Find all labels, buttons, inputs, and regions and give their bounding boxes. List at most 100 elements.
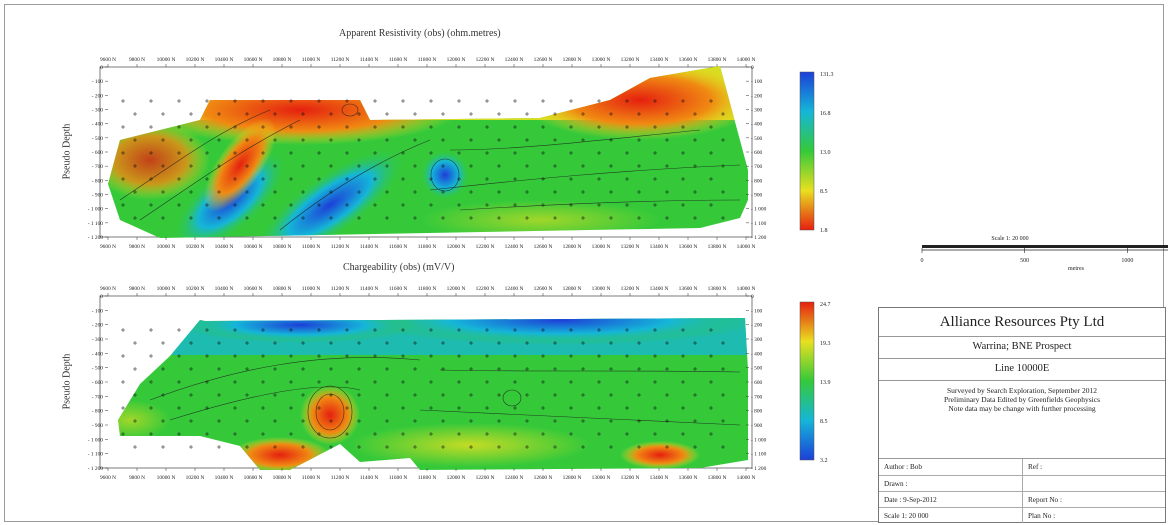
x-tick-label-top: 9800 N bbox=[129, 57, 145, 63]
colorbar-tick-label: 13.0 bbox=[820, 150, 831, 156]
station-marker bbox=[541, 99, 545, 103]
colorbar-tick-label: 24.7 bbox=[820, 302, 831, 308]
x-tick-label-top: 12400 N bbox=[505, 286, 524, 292]
station-marker bbox=[177, 151, 181, 155]
station-marker bbox=[205, 432, 209, 436]
station-marker bbox=[217, 419, 221, 423]
station-marker bbox=[569, 151, 573, 155]
station-marker bbox=[385, 445, 389, 449]
x-tick-label-bottom: 11800 N bbox=[418, 244, 437, 250]
station-marker bbox=[301, 341, 305, 345]
station-marker bbox=[245, 367, 249, 371]
station-marker bbox=[205, 203, 209, 207]
station-marker bbox=[301, 216, 305, 220]
station-marker bbox=[329, 445, 333, 449]
station-marker bbox=[553, 419, 557, 423]
station-marker bbox=[401, 151, 405, 155]
station-marker bbox=[133, 393, 137, 397]
chargeability-colorbar-ticks: 24.719.313.98.53.2 bbox=[820, 302, 831, 464]
station-marker bbox=[429, 406, 433, 410]
scale-bar: Scale 1: 20 000 050010001500metres bbox=[921, 236, 1168, 272]
station-marker bbox=[121, 151, 125, 155]
station-marker bbox=[233, 380, 237, 384]
x-tick-label-bottom: 10600 N bbox=[244, 244, 263, 250]
station-marker bbox=[457, 432, 461, 436]
station-marker bbox=[149, 151, 153, 155]
station-marker bbox=[653, 99, 657, 103]
station-marker bbox=[301, 445, 305, 449]
station-marker bbox=[497, 164, 501, 168]
colorbar-tick-label: 16.8 bbox=[820, 111, 831, 117]
station-marker bbox=[345, 432, 349, 436]
station-marker bbox=[637, 393, 641, 397]
station-marker bbox=[357, 393, 361, 397]
station-marker bbox=[485, 380, 489, 384]
station-marker bbox=[665, 138, 669, 142]
x-tick-label-top: 11000 N bbox=[302, 286, 321, 292]
station-marker bbox=[161, 445, 165, 449]
x-tick-label-bottom: 11200 N bbox=[331, 244, 350, 250]
y-tick-label-left: - 900 bbox=[92, 423, 104, 429]
station-marker bbox=[485, 406, 489, 410]
station-marker bbox=[161, 190, 165, 194]
station-marker bbox=[441, 341, 445, 345]
station-marker bbox=[597, 380, 601, 384]
station-marker bbox=[121, 99, 125, 103]
station-marker bbox=[149, 432, 153, 436]
station-marker bbox=[513, 432, 517, 436]
y-tick-label-left: - 1 200 bbox=[88, 235, 104, 241]
station-marker bbox=[429, 354, 433, 358]
station-marker bbox=[233, 354, 237, 358]
station-marker bbox=[121, 380, 125, 384]
x-tick-label-top: 13000 N bbox=[592, 57, 611, 63]
station-marker bbox=[569, 125, 573, 129]
station-marker bbox=[385, 112, 389, 116]
station-marker bbox=[273, 138, 277, 142]
y-tick-label-left: - 100 bbox=[92, 79, 104, 85]
station-marker bbox=[541, 406, 545, 410]
station-marker bbox=[273, 393, 277, 397]
station-marker bbox=[329, 138, 333, 142]
station-marker bbox=[261, 99, 265, 103]
station-marker bbox=[245, 112, 249, 116]
y-tick-label-left: - 800 bbox=[92, 409, 104, 415]
station-marker bbox=[721, 138, 725, 142]
station-marker bbox=[217, 112, 221, 116]
station-marker bbox=[385, 164, 389, 168]
station-marker bbox=[497, 419, 501, 423]
y-tick-label-right: - 1 000 bbox=[751, 207, 767, 213]
station-marker bbox=[553, 138, 557, 142]
station-marker bbox=[441, 367, 445, 371]
station-marker bbox=[413, 164, 417, 168]
station-marker bbox=[653, 177, 657, 181]
station-marker bbox=[681, 354, 685, 358]
station-marker bbox=[429, 151, 433, 155]
station-marker bbox=[469, 445, 473, 449]
scale-tick-label: 500 bbox=[1020, 258, 1029, 264]
station-marker bbox=[581, 419, 585, 423]
station-marker bbox=[273, 419, 277, 423]
station-marker bbox=[245, 341, 249, 345]
station-marker bbox=[329, 419, 333, 423]
station-marker bbox=[133, 216, 137, 220]
station-marker bbox=[709, 203, 713, 207]
station-marker bbox=[245, 393, 249, 397]
station-marker bbox=[541, 151, 545, 155]
y-tick-label-left: - 300 bbox=[92, 337, 104, 343]
station-marker bbox=[373, 203, 377, 207]
station-marker bbox=[273, 367, 277, 371]
x-tick-label-top: 13600 N bbox=[679, 57, 698, 63]
station-marker bbox=[709, 125, 713, 129]
station-marker bbox=[233, 99, 237, 103]
y-tick-label-right: 0 bbox=[751, 294, 754, 300]
station-marker bbox=[261, 125, 265, 129]
x-tick-label-bottom: 11400 N bbox=[360, 244, 379, 250]
x-tick-label-top: 10800 N bbox=[273, 57, 292, 63]
x-tick-label-bottom: 12200 N bbox=[476, 475, 495, 481]
x-tick-label-bottom: 13000 N bbox=[592, 244, 611, 250]
station-marker bbox=[217, 216, 221, 220]
x-tick-label-top: 11800 N bbox=[418, 286, 437, 292]
